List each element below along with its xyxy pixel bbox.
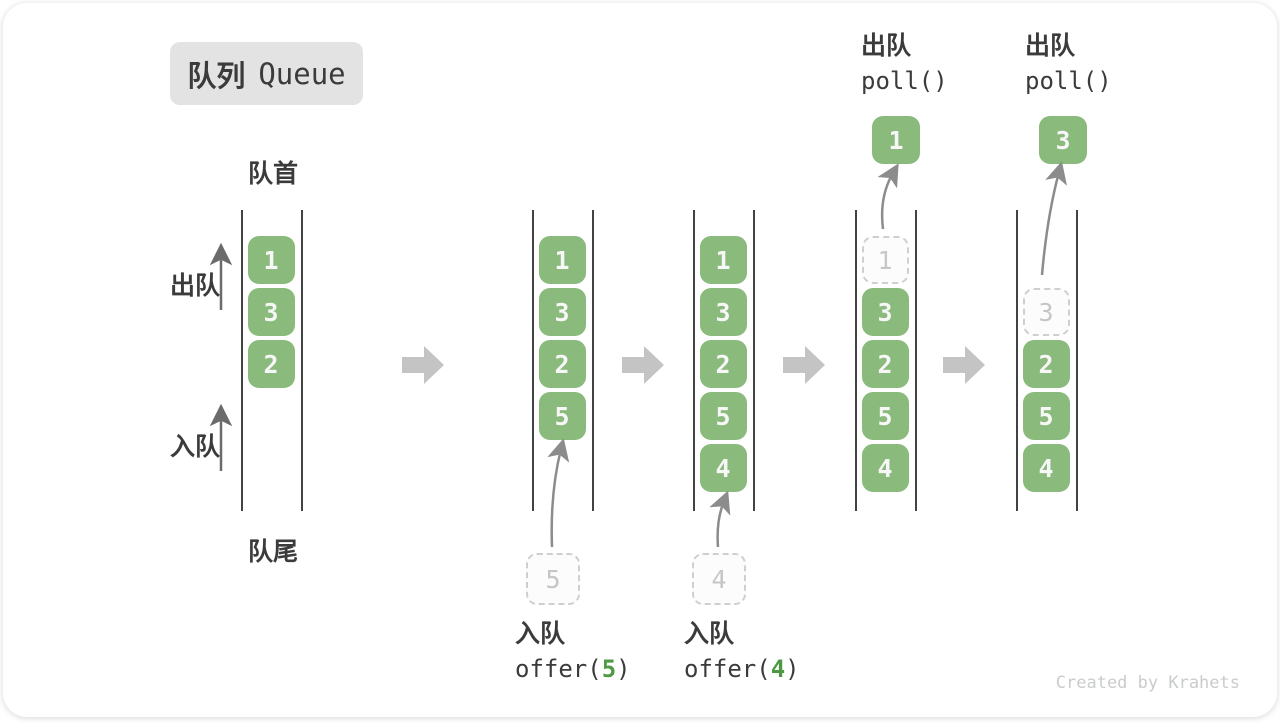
code-text: offer( <box>684 655 771 683</box>
dequeue-side-label: 出队 <box>170 271 221 300</box>
operation-label-chinese: 出队 <box>861 31 912 60</box>
state-offer-5-rail-left <box>532 210 534 511</box>
code-text: offer( <box>515 655 602 683</box>
incoming-element: 5 <box>526 553 580 605</box>
operation-label-chinese: 入队 <box>515 619 566 648</box>
operation-label-chinese: 入队 <box>684 619 735 648</box>
state-poll-1-rail-right <box>915 210 917 511</box>
operation-label-code: offer(5) <box>515 654 631 684</box>
code-text: ) <box>616 655 631 683</box>
move-arrow-icon <box>547 438 570 548</box>
transition-arrow-icon <box>622 346 664 384</box>
queue-element: 5 <box>1022 392 1070 440</box>
queue-element: 5 <box>699 392 747 440</box>
code-text: poll() <box>1025 67 1112 95</box>
queue-element: 2 <box>861 340 909 388</box>
move-arrow-icon <box>877 163 899 230</box>
state-offer-5-rail-right <box>592 210 594 511</box>
state-offer-4-rail-left <box>693 210 695 511</box>
queue-element: 3 <box>247 288 295 336</box>
queue-element: 4 <box>861 444 909 492</box>
queue-rear-label: 队尾 <box>247 537 298 566</box>
arrows-overlay <box>209 161 1067 548</box>
queue-front-label: 队首 <box>247 159 298 188</box>
title-chinese: 队列 <box>187 58 246 93</box>
transition-arrow-icon <box>943 346 985 384</box>
queue-element: 1 <box>247 236 295 284</box>
operation-label: 入队 offer(4) <box>684 619 800 684</box>
state-offer-4-rail-right <box>753 210 755 511</box>
queue-element: 2 <box>538 340 586 388</box>
queue-element: 3 <box>861 288 909 336</box>
operation-label-code: poll() <box>861 66 948 96</box>
removed-element-placeholder: 3 <box>1022 288 1070 336</box>
code-argument: 5 <box>601 655 617 683</box>
queue-element: 2 <box>699 340 747 388</box>
state-initial-rail-left <box>241 210 243 511</box>
queue-element: 5 <box>538 392 586 440</box>
queue-element: 5 <box>861 392 909 440</box>
queue-element: 3 <box>699 288 747 336</box>
queue-element: 4 <box>699 444 747 492</box>
state-initial-rail-right <box>301 210 303 511</box>
move-arrow-icon <box>709 490 731 548</box>
polled-element: 1 <box>872 116 920 164</box>
state-poll-3-rail-left <box>1016 210 1018 511</box>
code-argument: 4 <box>770 655 786 683</box>
state-poll-3-rail-right <box>1076 210 1078 511</box>
diagram-title: 队列 Queue <box>170 42 363 105</box>
queue-element: 2 <box>1022 340 1070 388</box>
operation-label: 入队 offer(5) <box>515 619 631 684</box>
queue-element: 1 <box>538 236 586 284</box>
incoming-element: 4 <box>692 553 746 605</box>
move-arrow-icon <box>1040 161 1067 276</box>
operation-label-chinese: 出队 <box>1025 31 1076 60</box>
watermark: Created by Krahets <box>1055 673 1240 693</box>
code-text: poll() <box>861 67 948 95</box>
queue-element: 2 <box>247 340 295 388</box>
polled-element: 3 <box>1039 116 1087 164</box>
operation-label-code: poll() <box>1025 66 1112 96</box>
code-text: ) <box>785 655 800 683</box>
enqueue-side-label: 入队 <box>170 432 221 461</box>
operation-label: 出队 poll() <box>861 31 948 96</box>
queue-element: 1 <box>699 236 747 284</box>
state-poll-1-rail-left <box>855 210 857 511</box>
operation-label: 出队 poll() <box>1025 31 1112 96</box>
queue-element: 4 <box>1022 444 1070 492</box>
queue-element: 3 <box>538 288 586 336</box>
operation-label-code: offer(4) <box>684 654 800 684</box>
title-english: Queue <box>258 56 346 91</box>
removed-element-placeholder: 1 <box>861 236 909 284</box>
transition-arrow-icon <box>783 346 825 384</box>
transition-arrow-icon <box>402 346 444 384</box>
